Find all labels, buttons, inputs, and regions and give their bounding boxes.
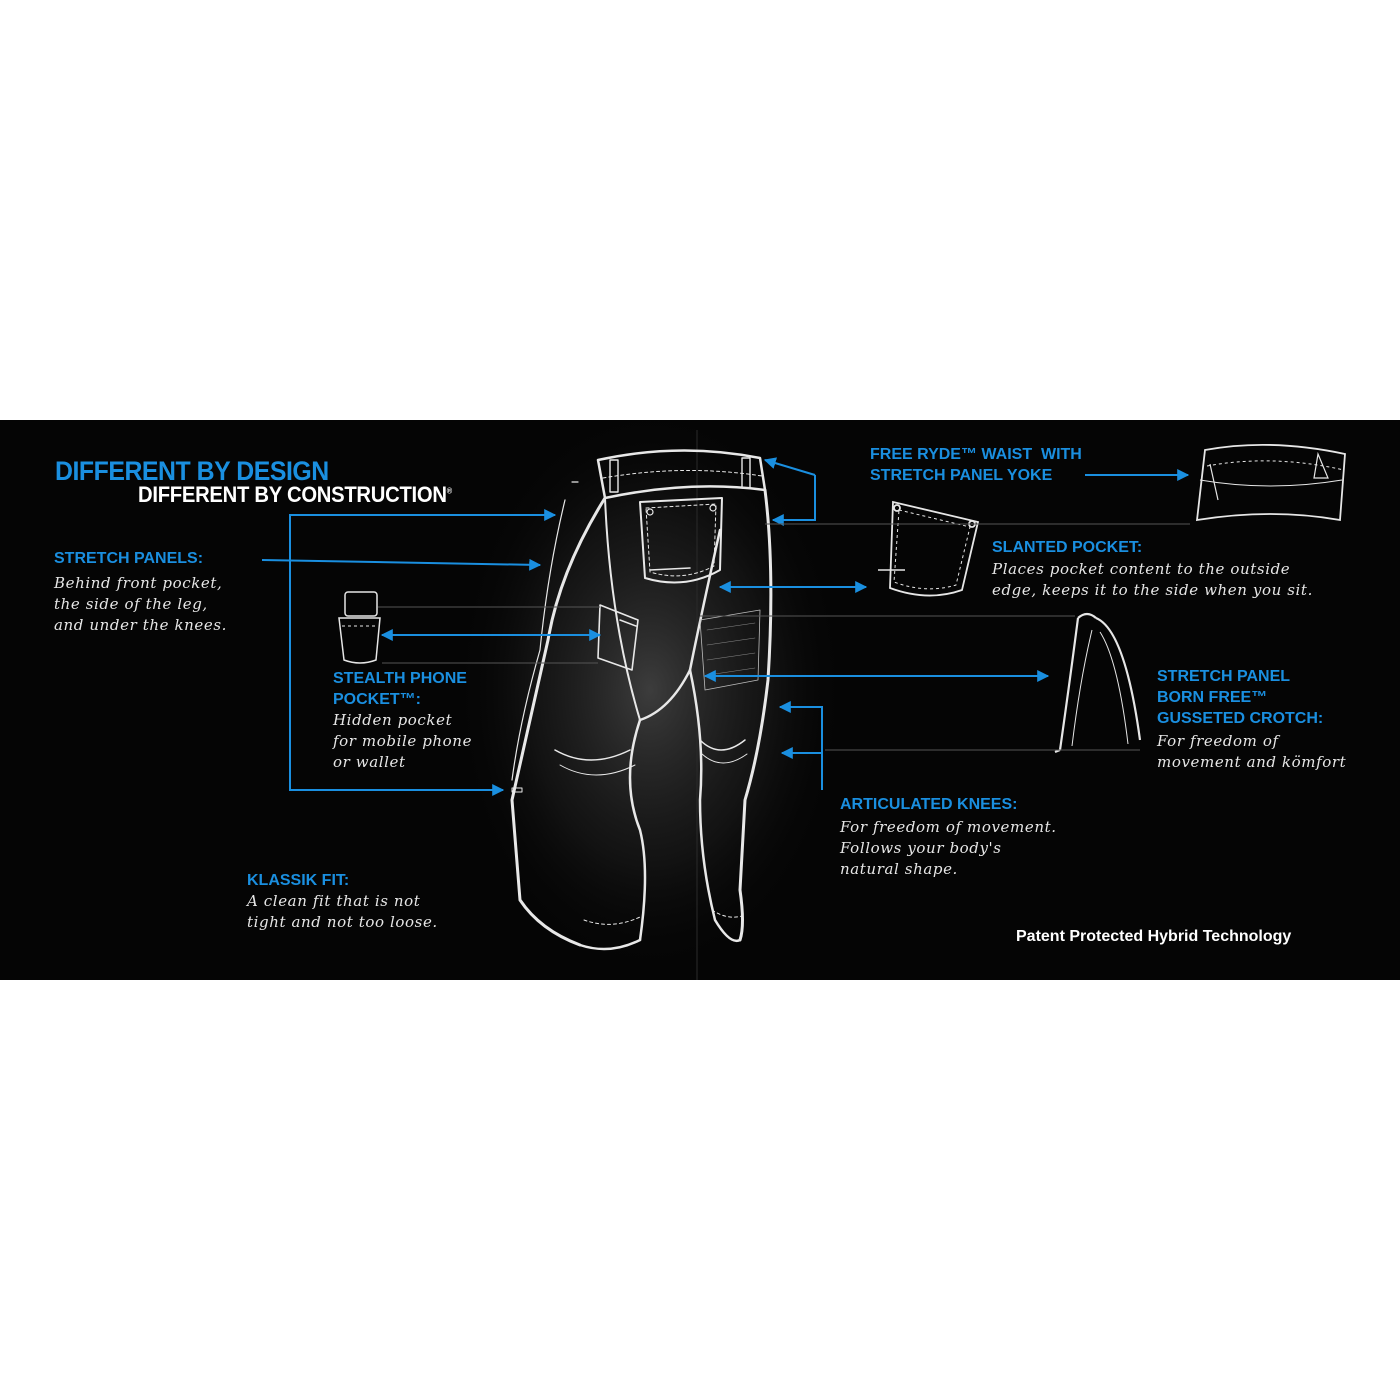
headline: DIFFERENT BY DESIGN [55,456,329,486]
callout-leaders [261,457,1190,796]
registered-mark: ® [446,486,452,496]
jeans-sketch-illustration [261,420,1346,980]
slanted-pocket-icon [878,500,980,597]
gusset-panel-icon [1054,612,1142,754]
subheadline: DIFFERENT BY CONSTRUCTION® [138,482,452,508]
klassik-fit-label: KLASSIK FIT: [247,872,350,889]
waistband-detail-icon [1195,443,1346,522]
articulated-knees-label: ARTICULATED KNEES: [840,796,1018,813]
slanted-pocket-label: SLANTED POCKET: [992,539,1143,556]
articulated-knees-description: For freedom of movement. Follows your bo… [840,818,1057,878]
phone-pocket-icon [338,591,381,664]
subheadline-text: DIFFERENT BY CONSTRUCTION [138,482,447,507]
trousers-sketch [510,449,773,951]
klassik-fit-description: A clean fit that is not tight and not to… [247,892,438,931]
slanted-pocket-description: Places pocket content to the outside edg… [992,560,1313,599]
stealth-phone-pocket-description: Hidden pocket for mobile phone or wallet [333,711,473,771]
free-ryde-waist-label: FREE RYDE™ WAIST WITH STRETCH PANEL YOKE [870,446,1082,484]
features-banner: DIFFERENT BY DESIGN DIFFERENT BY CONSTRU… [0,420,1400,980]
stretch-panels-description: Behind front pocket, the side of the leg… [54,574,228,634]
stretch-panels-label: STRETCH PANELS: [54,550,204,567]
crotch-description: For freedom of movement and kömfort [1157,732,1347,771]
stealth-phone-pocket-label: STEALTH PHONE POCKET™: [333,670,467,708]
crotch-label: STRETCH PANEL BORN FREE™ GUSSETED CROTCH… [1157,668,1324,727]
patent-note: Patent Protected Hybrid Technology [1016,928,1292,945]
